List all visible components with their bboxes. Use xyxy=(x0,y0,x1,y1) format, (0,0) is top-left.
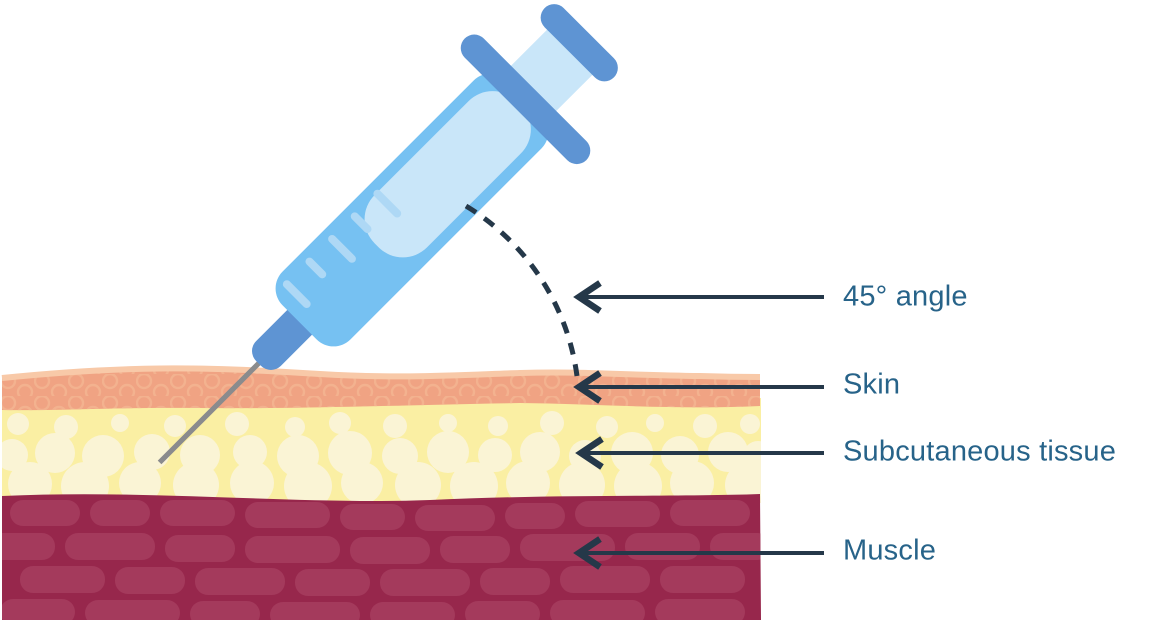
skin-label: Skin xyxy=(843,368,901,401)
syringe xyxy=(157,4,618,465)
subcutaneous-tissue-layer xyxy=(2,398,761,503)
skin-layer xyxy=(1,365,761,411)
angle-arrow xyxy=(573,280,824,314)
syringe-needle xyxy=(157,353,269,465)
muscle-label: Muscle xyxy=(843,534,937,567)
plunger-thumb-rest xyxy=(540,4,618,82)
subcutaneous-label: Subcutaneous tissue xyxy=(843,435,1117,468)
fat-cells xyxy=(2,411,761,503)
barrel-liquid xyxy=(364,91,531,258)
skin-arrow xyxy=(573,370,824,404)
muscle-arrow xyxy=(573,536,824,570)
muscle-layer xyxy=(2,494,761,620)
angle-label: 45° angle xyxy=(843,280,968,313)
skin-surface-highlight xyxy=(1,365,761,381)
barrel-flange xyxy=(460,34,591,165)
subcutaneous-arrow xyxy=(575,436,824,470)
angle-arc xyxy=(464,203,580,377)
barrel-scale-ticks xyxy=(282,189,402,309)
